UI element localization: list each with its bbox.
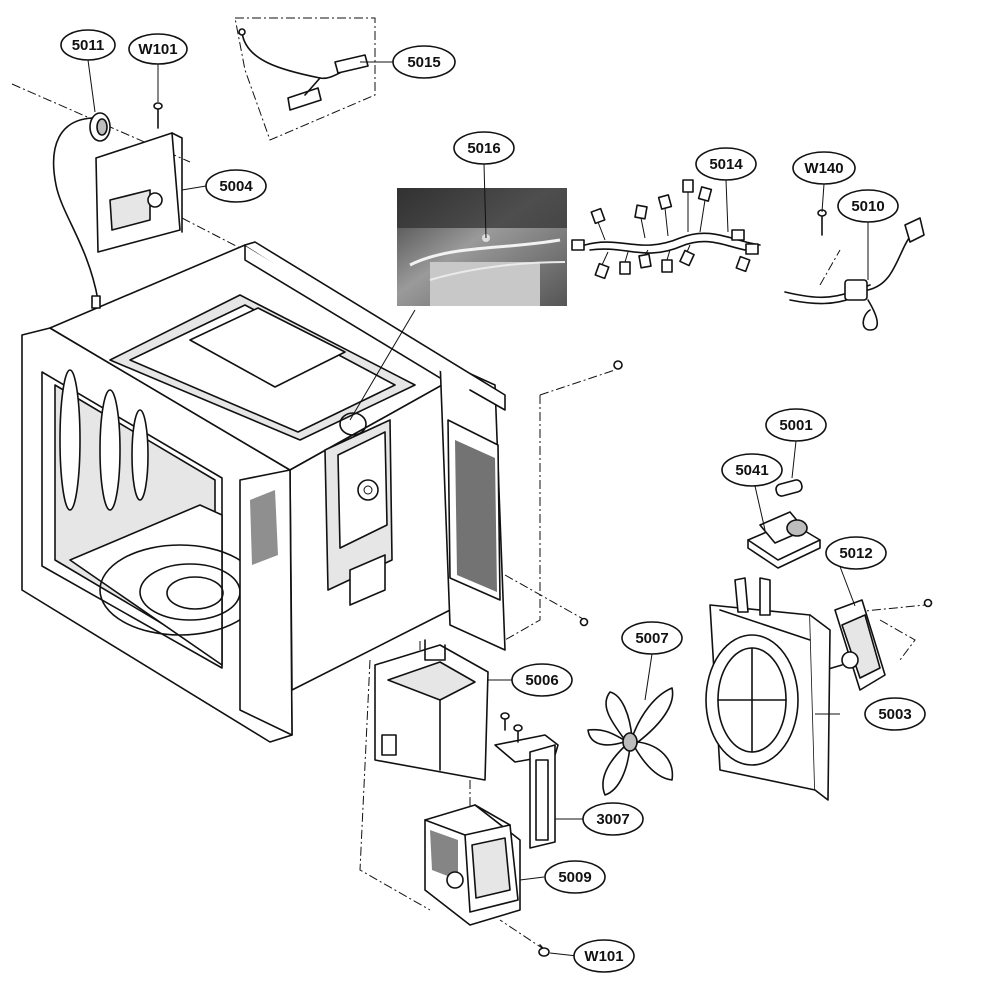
callout-label: 5001 [779, 417, 812, 434]
oven-cavity-assembly [21, 241, 623, 743]
callout-5010: 5010 [837, 189, 899, 223]
callout-label: 5010 [851, 198, 884, 215]
part-5012-motor [817, 598, 933, 691]
callout-5006: 5006 [511, 663, 573, 697]
callout-w101-top: W101 [128, 33, 188, 65]
callout-5012: 5012 [825, 536, 887, 570]
callout-label: 5007 [635, 630, 668, 647]
callout-3007: 3007 [582, 802, 644, 836]
part-w101-screw-top [153, 102, 163, 129]
callout-label: W101 [138, 41, 177, 58]
part-5009-magnetron [424, 804, 550, 957]
part-5004-bracket [95, 132, 183, 253]
part-5010-power-cord [784, 217, 925, 331]
callout-5004: 5004 [205, 169, 267, 203]
part-3007-bracket [494, 712, 559, 849]
callout-label: 5012 [839, 545, 872, 562]
callout-5014: 5014 [695, 147, 757, 181]
callout-label: 5011 [72, 37, 105, 54]
part-5003-fan-duct [705, 577, 831, 801]
part-5041-fuse-holder [747, 511, 821, 569]
callout-label: 5009 [558, 869, 591, 886]
callout-5001: 5001 [765, 408, 827, 442]
callout-5007: 5007 [621, 621, 683, 655]
callout-5015: 5015 [392, 45, 456, 79]
callout-label: 5006 [525, 672, 558, 689]
part-5001-fuse [775, 479, 803, 497]
callout-label: 5004 [219, 178, 253, 195]
part-5014-wire-harness [571, 179, 761, 280]
part-5006-cover [374, 639, 489, 781]
callout-w101-bottom: W101 [573, 939, 635, 973]
callout-label: 5014 [709, 156, 743, 173]
callout-5003: 5003 [864, 697, 926, 731]
callout-label: W140 [804, 160, 843, 177]
callout-label: 3007 [596, 811, 629, 828]
callout-5016: 5016 [453, 131, 515, 165]
callout-label: 5041 [735, 462, 768, 479]
leader-lines [87, 59, 869, 957]
callout-w140: W140 [792, 151, 856, 185]
callout-label: W101 [584, 948, 623, 965]
callout-5009: 5009 [544, 860, 606, 894]
part-5011-thermal-sensor [52, 112, 111, 309]
callout-5041: 5041 [721, 453, 783, 487]
callout-label: 5016 [467, 140, 500, 157]
part-5016-photo-inset [339, 188, 567, 436]
callout-label: 5003 [878, 706, 911, 723]
part-w140-screw [817, 209, 827, 236]
part-5015-wire [238, 28, 369, 111]
part-5007-fan-blade [587, 687, 674, 796]
callout-label: 5015 [407, 54, 440, 71]
callout-5011: 5011 [60, 29, 116, 61]
